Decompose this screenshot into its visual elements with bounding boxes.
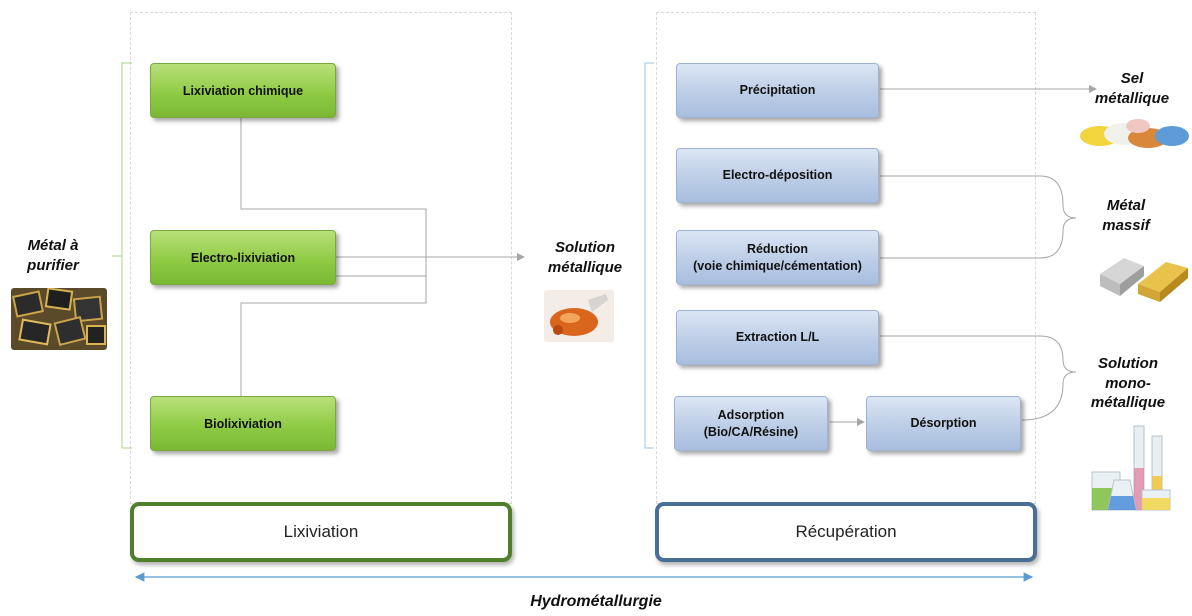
reduction-box[interactable]: Réduction (voie chimique/cémentation)	[676, 230, 879, 285]
input-bracket	[112, 62, 132, 449]
adsorption-box[interactable]: Adsorption (Bio/CA/Résine)	[674, 396, 828, 451]
sel-metallique-label: Sel métallique	[1094, 70, 1170, 107]
massif-brace	[880, 175, 1077, 259]
metal-massif-label: Métal massif	[1102, 197, 1150, 234]
biolixiviation-box[interactable]: Biolixiviation	[150, 396, 336, 451]
solution-metallique-label: Solution métallique	[547, 239, 623, 276]
solution-brace	[880, 335, 1077, 421]
solution-mono-metallique-label: Solution mono-métallique	[1090, 355, 1166, 411]
recovery-bracket	[644, 62, 654, 449]
electro-deposition-box[interactable]: Electro-déposition	[676, 148, 879, 203]
input-label: Métal à purifier	[27, 237, 79, 274]
hydrometallurgie-label: Hydrométallurgie	[530, 593, 662, 610]
merge-line-top	[240, 118, 427, 277]
salt-powders-image	[1078, 112, 1190, 150]
orange-solution-flask-image	[544, 290, 614, 342]
extraction-ll-box[interactable]: Extraction L/L	[676, 310, 879, 365]
lixiviation-chimique-box[interactable]: Lixiviation chimique	[150, 63, 336, 118]
merge-line-bottom	[240, 276, 427, 396]
circuit-chips-image	[11, 288, 107, 350]
precipitation-box[interactable]: Précipitation	[676, 63, 879, 118]
recuperation-stage-box[interactable]: Récupération	[655, 502, 1037, 562]
gold-silver-ingots-image	[1096, 244, 1192, 302]
lab-glassware-image	[1086, 420, 1174, 516]
desorption-box[interactable]: Désorption	[866, 396, 1021, 451]
electro-lixiviation-box[interactable]: Electro-lixiviation	[150, 230, 336, 285]
lixiviation-stage-box[interactable]: Lixiviation	[130, 502, 512, 562]
